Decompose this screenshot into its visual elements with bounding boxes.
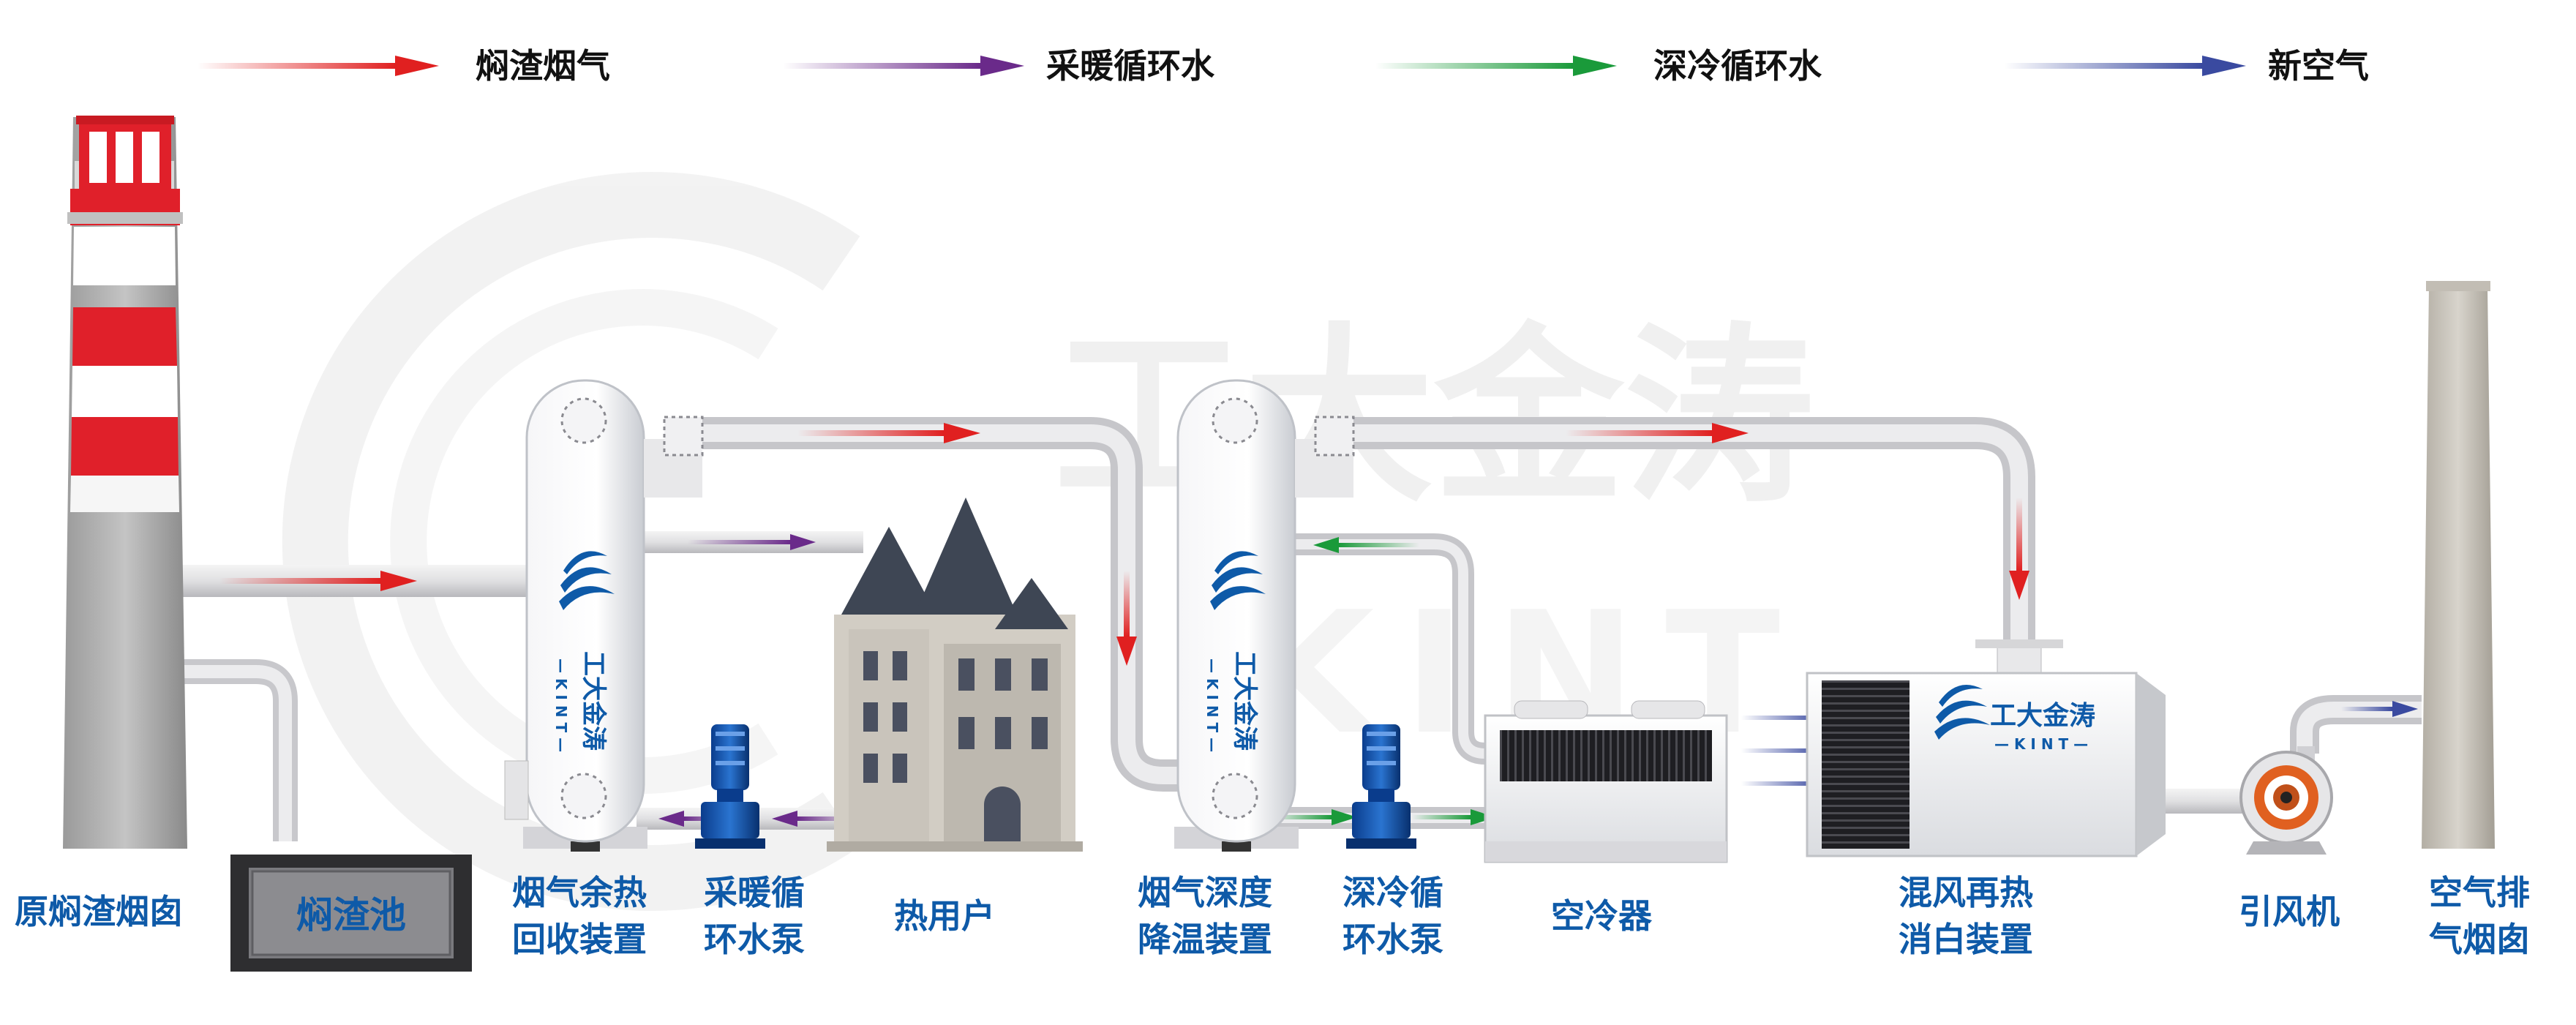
tank-logo: 工大金涛 — K I N T —: [1203, 551, 1266, 752]
arrow-right-icon: [2392, 701, 2418, 717]
arrow-left-icon: [658, 811, 684, 827]
label-mixing-reheat: 消白装置: [1899, 920, 2033, 959]
label-exhaust-chimney: 空气排: [2429, 873, 2530, 912]
tank-logo-cn: 工大金涛: [579, 651, 608, 751]
legend-label: 新空气: [2268, 46, 2369, 86]
arrow-right-icon: [1471, 809, 1496, 825]
slag-pit: 焖渣池: [230, 855, 472, 972]
legend-item-cooling-water: 深冷循环水: [1375, 46, 1822, 86]
heat-user-building: [827, 498, 1083, 852]
legend-label: 深冷循环水: [1653, 46, 1822, 86]
arrow-right-icon: [1573, 56, 1617, 76]
air-cooler: [1484, 700, 1728, 863]
label-induced-fan: 引风机: [2239, 892, 2340, 931]
label-exhaust-chimney: 气烟囱: [2429, 920, 2530, 959]
heating-pump: [695, 724, 765, 849]
slag-pit-label: 焖渣池: [296, 894, 406, 936]
label-air-cooler: 空冷器: [1551, 896, 1653, 936]
legend-label: 焖渣烟气: [476, 46, 610, 86]
label-heating-pump: 采暖循: [704, 873, 805, 912]
label-raw-chimney: 原焖渣烟囱: [15, 892, 183, 931]
label-heat-recovery: 回收装置: [512, 920, 647, 959]
label-deep-cooling: 烟气深度: [1138, 873, 1272, 912]
legend-label: 采暖循环水: [1046, 46, 1215, 86]
legend-item-heating-water: 采暖循环水: [783, 46, 1215, 86]
cooling-pump: [1346, 724, 1416, 849]
arrow-right-icon: [395, 56, 439, 76]
induced-fan: [2239, 746, 2333, 855]
arrow-right-icon: [2202, 56, 2246, 76]
exhaust-chimney: [2422, 281, 2495, 849]
legend-item-slag-gas: 焖渣烟气: [198, 46, 610, 86]
label-cooling-pump: 深冷循: [1343, 873, 1443, 912]
legend-item-fresh-air: 新空气: [2005, 46, 2369, 86]
tank-logo-en: — K I N T —: [1203, 658, 1221, 752]
raw-chimney: [63, 116, 187, 849]
arrow-right-icon: [1332, 809, 1357, 825]
arrow-right-icon: [944, 423, 980, 443]
arrow-right-icon: [1712, 423, 1749, 443]
arrow-left-icon: [772, 811, 797, 827]
tank-logo-cn: 工大金涛: [1230, 651, 1259, 751]
tank-logo-en: — K I N T —: [552, 658, 570, 752]
arrow-left-icon: [1313, 537, 1339, 553]
label-heat-user: 热用户: [894, 896, 995, 936]
component-labels: 原焖渣烟囱 烟气余热 回收装置 采暖循 环水泵 热用户 烟气深度 降温装置 深冷…: [15, 873, 2530, 959]
tank-logo: 工大金涛 — K I N T —: [552, 551, 615, 752]
label-mixing-reheat: 混风再热: [1899, 873, 2033, 912]
mixing-reheat-unit: 工大金涛 — K I N T —: [1806, 639, 2166, 857]
heat-recovery-tank: 工大金涛 — K I N T —: [504, 379, 704, 852]
arrow-right-icon: [380, 571, 417, 591]
arrow-down-icon: [1116, 637, 1137, 666]
unit-logo: 工大金涛 — K I N T —: [1934, 685, 2095, 753]
label-heat-recovery: 烟气余热: [512, 873, 647, 912]
label-cooling-pump: 环水泵: [1343, 920, 1443, 959]
label-heating-pump: 环水泵: [704, 920, 805, 959]
arrow-right-icon: [790, 534, 816, 550]
legend: 焖渣烟气 采暖循环水 深冷循环水 新空气: [198, 46, 2369, 86]
deep-cooling-tank: 工大金涛 — K I N T —: [1174, 379, 1355, 852]
arrow-right-icon: [980, 56, 1024, 76]
unit-logo-en: — K I N T —: [1994, 735, 2088, 753]
unit-logo-cn: 工大金涛: [1990, 700, 2095, 731]
arrow-down-icon: [2009, 571, 2029, 600]
label-deep-cooling: 降温装置: [1138, 920, 1272, 959]
